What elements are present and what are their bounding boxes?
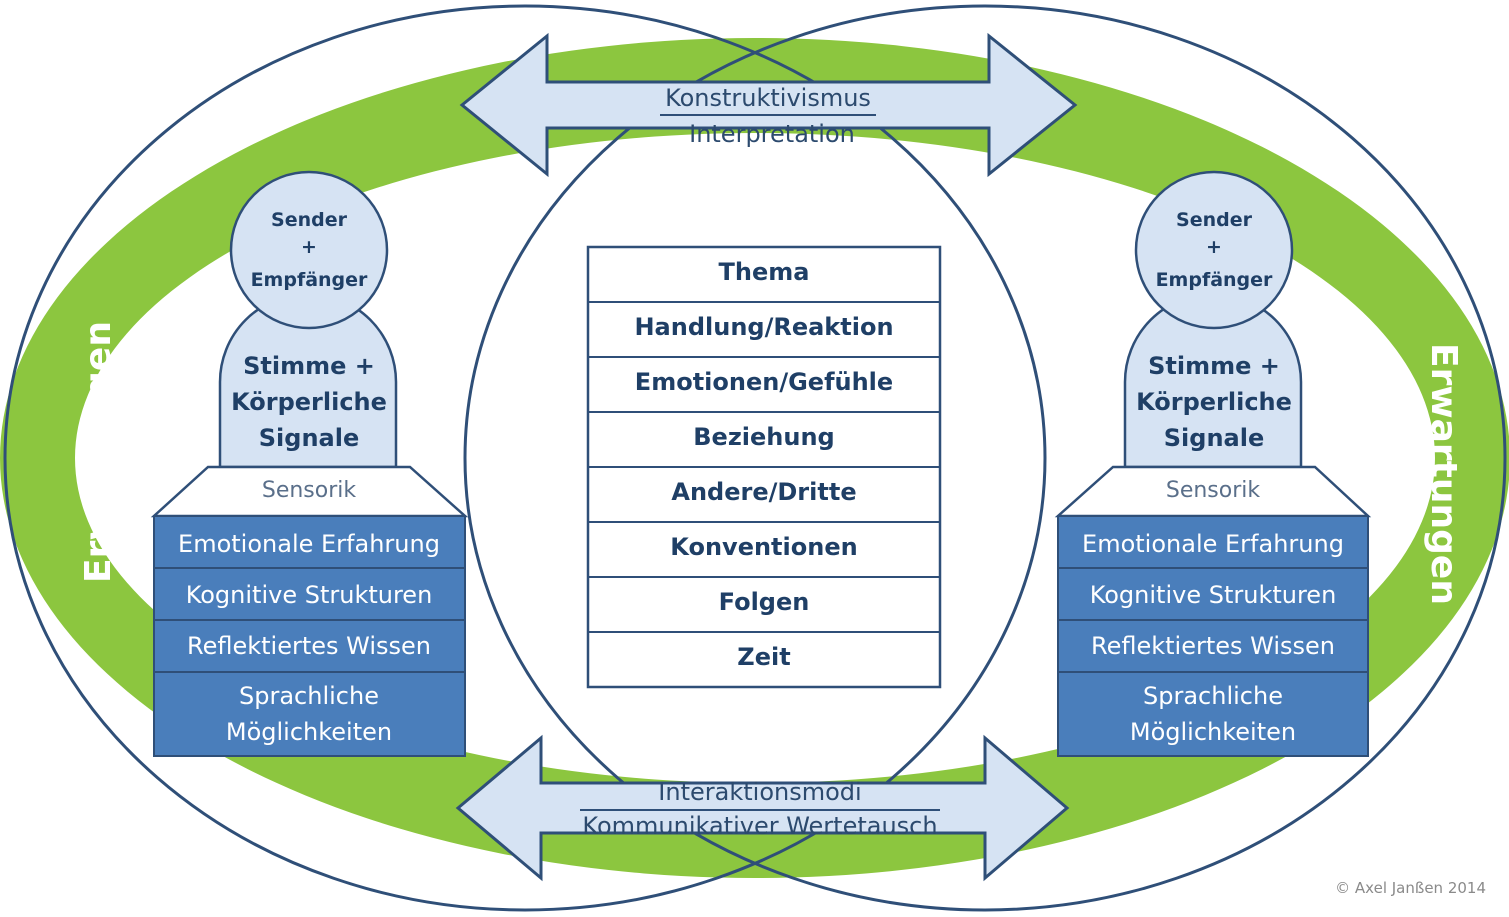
left-layer-label: Reflektiertes Wissen xyxy=(187,632,431,660)
left-sensorik-label: Sensorik xyxy=(262,478,357,503)
left-body-line3: Signale xyxy=(259,424,359,452)
left-layer-label: Sprachliche xyxy=(239,682,379,710)
right-head-line1: Sender xyxy=(1176,209,1253,231)
right-body-line1: Stimme + xyxy=(1148,352,1280,380)
right-layer-label: Reflektiertes Wissen xyxy=(1091,632,1335,660)
right-head-line3: Empfänger xyxy=(1156,269,1273,291)
right-layer-label: Kognitive Strukturen xyxy=(1090,581,1337,609)
top-double-arrow: Konstruktivismus Interpretation xyxy=(459,32,1078,178)
right-body-line2: Körperliche xyxy=(1136,388,1292,416)
left-head-line1: Sender xyxy=(271,209,348,231)
top-arrow-line2: Interpretation xyxy=(689,120,855,148)
top-arrow-line1: Konstruktivismus xyxy=(665,84,871,112)
bottom-arrow-line2: Kommunikativer Wertetausch xyxy=(582,812,937,840)
left-body-line2: Körperliche xyxy=(231,388,387,416)
right-layer-label: Möglichkeiten xyxy=(1130,718,1296,746)
center-table-cell: Andere/Dritte xyxy=(671,478,856,506)
right-layer-label: Emotionale Erfahrung xyxy=(1082,530,1344,558)
copyright-notice: © Axel Janßen 2014 xyxy=(1335,879,1486,897)
right-layer-box xyxy=(1057,567,1369,621)
left-layer-label: Möglichkeiten xyxy=(226,718,392,746)
right-body-line3: Signale xyxy=(1164,424,1264,452)
outer-ellipses xyxy=(3,4,1507,912)
left-person: Sender + Empfänger Stimme + Körperliche … xyxy=(150,170,469,757)
right-layer-box xyxy=(1057,515,1369,569)
right-person: Sender + Empfänger Stimme + Körperliche … xyxy=(1054,170,1372,757)
left-head-line3: Empfänger xyxy=(251,269,368,291)
ring-label-right: Erwartungen xyxy=(1423,343,1464,605)
center-table: Thema Handlung/Reaktion Emotionen/Gefühl… xyxy=(586,245,942,689)
left-layer-box xyxy=(153,619,466,673)
left-head-line2: + xyxy=(301,236,317,258)
center-table-cell: Handlung/Reaktion xyxy=(634,313,893,341)
right-ellipse xyxy=(463,4,1507,912)
right-layer-box xyxy=(1057,619,1369,673)
center-table-cell: Beziehung xyxy=(693,423,834,451)
right-person-head xyxy=(1134,170,1294,330)
center-table-cell: Zeit xyxy=(737,643,790,671)
right-layer-label: Sprachliche xyxy=(1143,682,1283,710)
bottom-arrow-line1: Interaktionsmodi xyxy=(658,778,861,806)
center-table-cell: Thema xyxy=(719,258,810,286)
right-head-line2: + xyxy=(1206,236,1222,258)
left-body-line1: Stimme + xyxy=(243,352,375,380)
bottom-double-arrow: Interaktionsmodi Kommunikativer Wertetau… xyxy=(455,734,1070,882)
left-person-head xyxy=(229,170,389,330)
right-layer-box xyxy=(1057,671,1369,757)
ring-label-left: Erwartungen xyxy=(78,321,119,583)
left-ellipse xyxy=(3,4,1047,912)
center-table-cell: Konventionen xyxy=(670,533,857,561)
left-layer-box xyxy=(153,567,466,621)
right-sensorik-label: Sensorik xyxy=(1166,478,1261,503)
left-layer-box xyxy=(153,671,466,757)
center-table-cell: Folgen xyxy=(719,588,810,616)
center-table-cell: Emotionen/Gefühle xyxy=(635,368,893,396)
left-layer-label: Kognitive Strukturen xyxy=(186,581,433,609)
left-layer-label: Emotionale Erfahrung xyxy=(178,530,440,558)
